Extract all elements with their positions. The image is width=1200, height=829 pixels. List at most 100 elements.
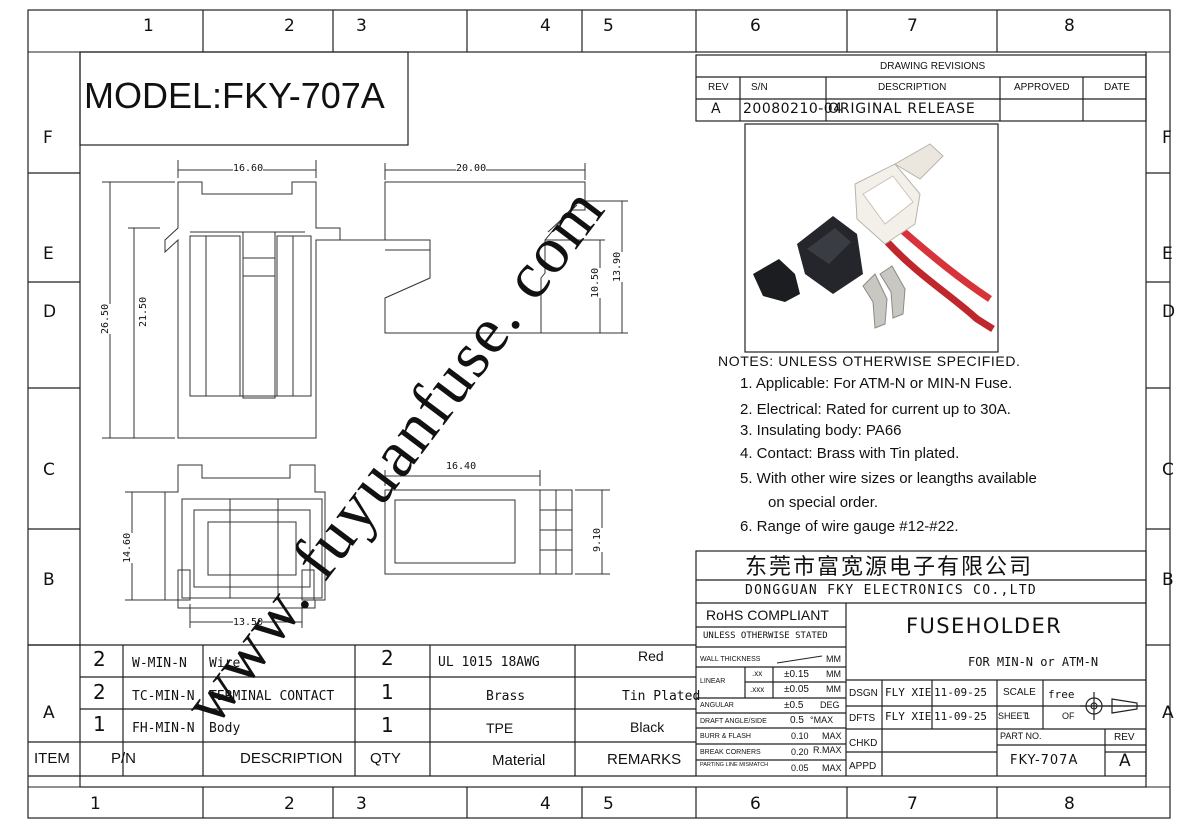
side-view-outline [384,181,586,334]
bom-header-remarks: REMARKS [607,751,682,768]
xxx-unit: MM [826,684,841,694]
xx-unit: MM [826,669,841,679]
product-photo [753,143,995,332]
bom-row-3-item: 1 [93,712,106,736]
xxx-label: .xxx [750,685,765,694]
bom-row-1-item: 2 [93,647,106,671]
col-label-top-1: 1 [143,16,154,36]
row-label-left-e: E [43,244,54,264]
rev-row-description: ORIGINAL RELEASE [828,101,976,117]
part-no-label: PART NO. [1000,731,1042,741]
end-view-outline [384,489,541,575]
row-label-right-f: F [1162,128,1172,148]
col-label-bottom-2: 2 [284,794,295,814]
company-name-cn: 东莞市富宽源电子有限公司 [745,555,1034,580]
bom-row-2-qty: 1 [381,680,394,704]
burr-value: 0.10 [791,731,809,741]
dsgn-name: FLY XIE [885,686,932,699]
part-no-value: FKY-707A [1010,753,1079,768]
col-label-top-3: 3 [356,16,367,36]
scale-label: SCALE [1003,687,1036,698]
parting-value: 0.05 [791,763,809,773]
col-label-bottom-3: 3 [356,794,367,814]
note-4: 4. Contact: Brass with Tin plated. [740,445,960,462]
dsgn-date: 11-09-25 [934,686,987,699]
bom-row-3-remarks: Black [630,719,665,735]
dim-top-width: 16.60 [233,163,264,174]
white-fuseholder [854,143,944,245]
draft-value: 0.5 [790,715,804,726]
dim-bottom-width: 16.40 [446,461,477,472]
col-label-bottom-6: 6 [750,794,761,814]
red-wire-1 [877,231,995,332]
row-label-right-c: C [1162,460,1174,480]
note-3: 3. Insulating body: PA66 [740,422,902,439]
rev-label: REV [1114,732,1135,743]
dim-side-height-inner: 10.50 [590,267,601,298]
break-corners-value: 0.20 [791,747,809,757]
sheet-label: SHEET [998,711,1029,721]
note-6: 6. Range of wire gauge #12-#22. [740,518,959,535]
row-label-left-d: D [43,302,57,322]
product-name: FUSEHOLDER [906,614,1063,638]
rev-header-date: DATE [1104,82,1130,93]
dsgn-label: DSGN [849,688,878,699]
front-view-outline [164,181,341,439]
col-label-bottom-5: 5 [603,794,614,814]
bom-header-qty: QTY [370,750,401,767]
bom-header-description: DESCRIPTION [240,750,343,767]
company-name-en: DONGGUAN FKY ELECTRONICS CO.,LTD [745,583,1038,598]
dim-bottom-height: 14.60 [122,532,133,563]
parting-label: PARTING LINE MISMATCH [700,762,769,768]
bom-row-1-remarks: Red [638,648,664,664]
unless-stated: UNLESS OTHERWISE STATED [703,631,828,641]
dfts-label: DFTS [849,713,876,724]
rohs-label: RoHS COMPLIANT [706,607,829,623]
angular-unit: DEG [820,700,840,710]
rev-row-sn: 20080210-04 [743,101,843,117]
row-label-right-e: E [1162,244,1173,264]
break-corners-unit: R.MAX [813,745,842,755]
notes-header: NOTES: UNLESS OTHERWISE SPECIFIED. [718,353,1021,369]
bom-header-material: Material [492,752,546,769]
col-label-top-4: 4 [540,16,551,36]
row-label-left-a: A [43,703,55,723]
col-label-top-8: 8 [1064,16,1075,36]
linear-label: LINEAR [700,678,726,685]
bom-row-1-description: Wire [209,656,241,671]
sheet-value: 1 [1025,711,1031,721]
bom-header-pn: P/N [111,750,137,767]
break-corners-label: BREAK CORNERS [700,749,761,756]
bom-row-2-description: TERMINAL CONTACT [209,689,335,704]
bom-row-2-item: 2 [93,680,106,704]
burr-unit: MAX [822,731,842,741]
dim-height-inner: 21.50 [138,296,149,327]
row-label-right-d: D [1162,302,1176,322]
bom-row-3-material: TPE [486,720,514,736]
bom-row-2-material: Brass [486,689,526,704]
rev-row-rev: A [711,101,721,117]
red-wire-2 [892,221,992,302]
revisions-title: DRAWING REVISIONS [880,61,986,72]
model-title: MODEL:FKY-707A [84,75,385,116]
bottom-view-outline [164,464,326,609]
note-5-cont: on special order. [768,494,879,511]
col-label-top-6: 6 [750,16,761,36]
bom-row-1-pn: W-MIN-N [132,656,187,671]
scale-value: free [1048,688,1075,701]
col-label-bottom-4: 4 [540,794,551,814]
xx-value: ±0.15 [784,669,809,680]
draft-label: DRAFT ANGLE/SIDE [700,718,767,725]
xxx-value: ±0.05 [784,684,809,695]
xx-label: .xx [752,669,763,678]
note-2: 2. Electrical: Rated for current up to 3… [740,401,1011,418]
chkd-label: CHKD [849,738,878,749]
bom-row-1-material: UL 1015 18AWG [438,655,540,670]
row-label-left-c: C [43,460,55,480]
bom-row-3-description: Body [209,721,241,736]
col-label-bottom-7: 7 [907,794,918,814]
row-label-left-f: F [43,128,53,148]
col-label-bottom-8: 8 [1064,794,1075,814]
wall-thickness-unit: MM [826,654,841,664]
